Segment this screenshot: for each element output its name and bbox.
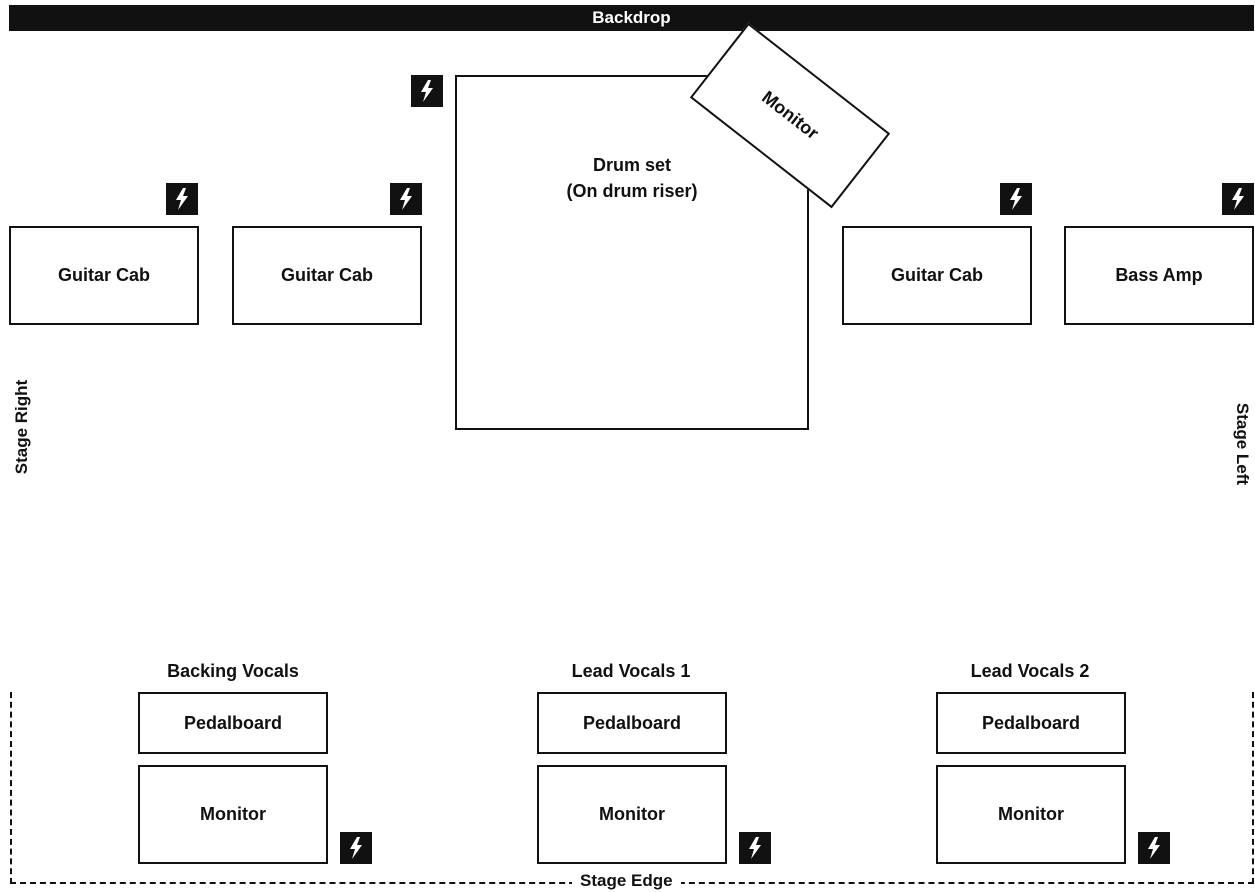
guitar-cab-2: Guitar Cab: [232, 226, 422, 325]
power-icon: [390, 183, 422, 215]
monitor-lead-1: Monitor: [537, 765, 727, 864]
drum-set-label: Drum set: [592, 154, 672, 175]
power-icon: [340, 832, 372, 864]
guitar-cab-label: Guitar Cab: [280, 265, 373, 285]
power-icon: [1000, 183, 1032, 215]
bass-amp: Bass Amp: [1064, 226, 1254, 325]
guitar-cab-label: Guitar Cab: [57, 265, 150, 285]
backing-vocals-title: Backing Vocals: [167, 661, 299, 681]
power-icon: [1138, 832, 1170, 864]
guitar-cab-3: Guitar Cab: [842, 226, 1032, 325]
backdrop-bar: Backdrop: [9, 5, 1254, 31]
pedalboard-backing: Pedalboard: [138, 692, 328, 754]
power-icon: [166, 183, 198, 215]
monitor-label: Monitor: [599, 804, 665, 824]
guitar-cab-1: Guitar Cab: [9, 226, 199, 325]
stage-edge-label: Stage Edge: [572, 871, 681, 891]
monitor-label: Monitor: [998, 804, 1064, 824]
drum-riser-label: (On drum riser): [566, 180, 698, 201]
monitor-backing: Monitor: [138, 765, 328, 864]
pedalboard-lead-2: Pedalboard: [936, 692, 1126, 754]
power-icon: [1222, 183, 1254, 215]
drum-monitor-label: Monitor: [758, 86, 823, 144]
backdrop-label: Backdrop: [592, 8, 671, 27]
pedalboard-lead-1: Pedalboard: [537, 692, 727, 754]
pedalboard-label: Pedalboard: [183, 712, 283, 733]
monitor-lead-2: Monitor: [936, 765, 1126, 864]
stage-right-label: Stage Right: [12, 379, 31, 475]
lead-vocals-2-title: Lead Vocals 2: [970, 661, 1090, 681]
pedalboard-label: Pedalboard: [582, 712, 682, 733]
monitor-label: Monitor: [200, 804, 266, 824]
power-icon: [739, 832, 771, 864]
power-icon: [411, 75, 443, 107]
stage-left-label: Stage Left: [1233, 402, 1252, 486]
guitar-cab-label: Guitar Cab: [890, 265, 983, 285]
bass-amp-label: Bass Amp: [1115, 265, 1203, 285]
pedalboard-label: Pedalboard: [981, 712, 1081, 733]
lead-vocals-1-title: Lead Vocals 1: [571, 661, 691, 681]
